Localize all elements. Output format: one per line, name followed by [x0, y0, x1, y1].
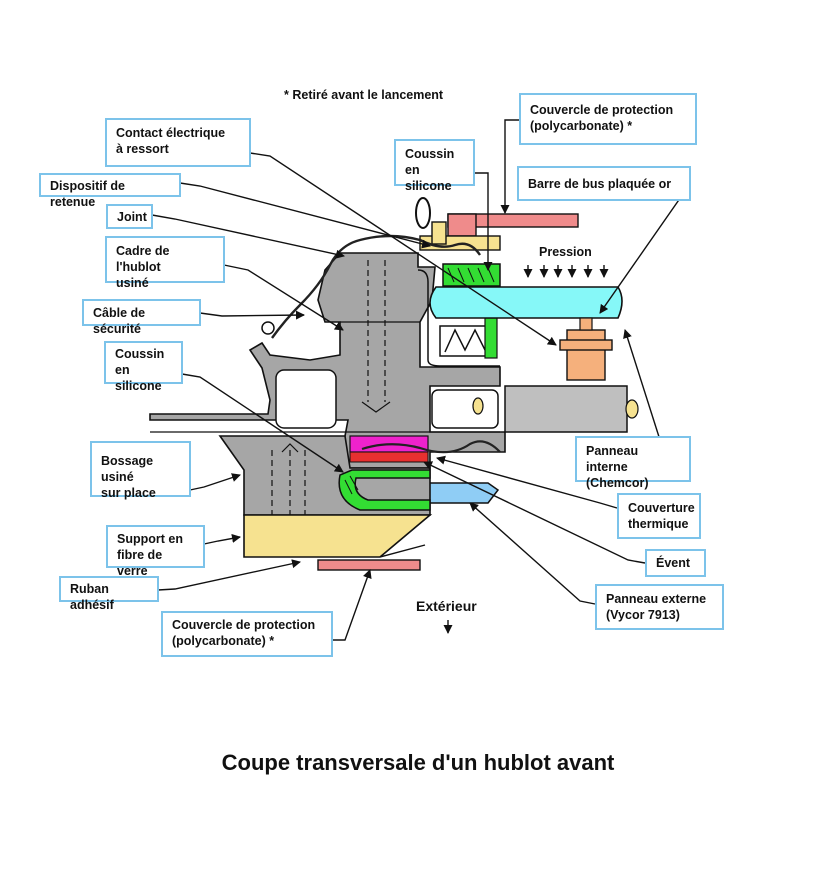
- leader-couverture: [436, 455, 618, 509]
- leader-cadre: [223, 264, 344, 331]
- label-cable: Câble de sécurité: [82, 299, 201, 336]
- frame-cutout-left: [275, 369, 337, 429]
- bottom-silicone-shape: [338, 469, 431, 511]
- bottom-cover-shape: [317, 559, 421, 571]
- leader-ruban: [157, 559, 301, 591]
- leader-retenue: [179, 182, 431, 249]
- label-coussin-top: Coussin en silicone: [394, 139, 475, 193]
- label-panneau-externe: Panneau externe (Vycor 7913): [595, 584, 724, 630]
- label-contact: Contact électrique à ressort: [105, 118, 251, 167]
- label-coussin-left: Coussin en silicone: [104, 341, 183, 393]
- label-ruban: Ruban adhésif: [59, 576, 159, 612]
- side-housing-shape: [504, 385, 628, 433]
- leader-contact: [249, 152, 557, 346]
- label-joint: Joint: [106, 204, 153, 229]
- leader-couvercle-top: [500, 119, 519, 214]
- leader-barre: [599, 181, 691, 314]
- leader-panneau-externe: [469, 502, 596, 605]
- leader-joint: [151, 214, 345, 259]
- exterior-label: Extérieur: [416, 598, 477, 614]
- frame-inner-channel: [417, 269, 500, 367]
- leader-coussin-left: [181, 373, 344, 473]
- label-couverture: Couverture thermique: [617, 493, 701, 539]
- launch-note: * Retiré avant le lancement: [284, 88, 444, 102]
- label-bossage: Bossage usiné sur place: [90, 441, 191, 500]
- label-barre: Barre de bus plaquée or: [517, 166, 691, 201]
- label-event: Évent: [645, 549, 706, 577]
- heater-strip-shape: [349, 451, 429, 463]
- label-support: Support en fibre de verre: [106, 525, 205, 578]
- leader-coussin-top: [474, 172, 493, 271]
- label-retenue: Dispositif de retenue: [39, 173, 181, 209]
- leader-panneau-interne: [623, 329, 661, 441]
- diagram-title: Coupe transversale d'un hublot avant: [221, 750, 615, 775]
- label-panneau-interne: Panneau interne (Chemcor): [575, 436, 691, 490]
- leader-event: [423, 461, 646, 564]
- leader-cable: [199, 310, 305, 320]
- inner-panel-shape: [429, 286, 623, 319]
- leader-support: [203, 534, 241, 545]
- pressure-label: Pression: [539, 245, 592, 259]
- label-couvercle-top: Couvercle de protection (polycarbonate) …: [519, 93, 697, 145]
- leader-bossage: [189, 473, 241, 491]
- leader-couvercle-bottom: [332, 569, 372, 641]
- electrical-contact-shape: [566, 329, 606, 381]
- frame-cutout-right: [431, 389, 499, 429]
- label-cadre: Cadre de l'hublot usiné: [105, 236, 225, 290]
- label-couvercle-bottom: Couvercle de protection (polycarbonate) …: [161, 611, 333, 657]
- pressure-arrows: [523, 265, 609, 278]
- safety-cable-shape: [271, 234, 481, 339]
